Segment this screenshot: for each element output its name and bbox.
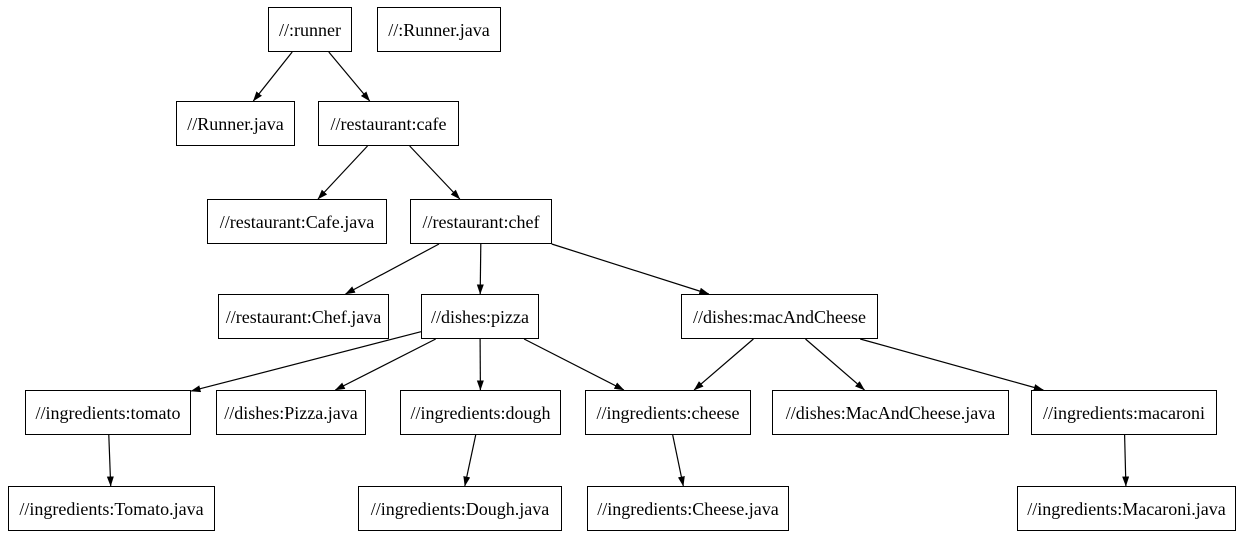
edge-cafe-to-cafe-java [317,145,368,200]
node-dough-java: //ingredients:Dough.java [358,486,562,531]
edge-mac-and-cheese-to-macaroni [860,338,1044,391]
edge-macaroni-to-macaroni-java [1122,434,1130,487]
edge-chef-to-pizza [476,243,484,295]
edge-dough-to-dough-java [463,434,477,487]
edge-cheese-to-cheese-java [672,434,685,487]
edge-mac-and-cheese-to-cheese [693,338,754,391]
edge-mac-and-cheese-to-mac-and-cheese-java [805,338,865,391]
edge-pizza-to-cheese [523,338,625,391]
node-cheese: //ingredients:cheese [585,390,751,435]
node-dough: //ingredients:dough [400,390,561,435]
node-runner: //:runner [268,7,352,52]
edge-pizza-to-pizza-java [334,338,436,391]
node-mac-and-cheese-java: //dishes:MacAndCheese.java [772,390,1009,435]
node-tomato: //ingredients:tomato [25,390,191,435]
node-cheese-java: //ingredients:Cheese.java [587,486,789,531]
edge-runner-to-runner-java [252,51,293,102]
edge-chef-to-chef-java [345,243,440,295]
edge-cafe-to-chef [409,145,461,200]
edge-pizza-to-tomato [190,331,422,393]
node-macaroni-java: //ingredients:Macaroni.java [1017,486,1236,531]
node-runner-java: //Runner.java [176,101,295,146]
edge-tomato-to-tomato-java [106,434,114,487]
node-pizza: //dishes:pizza [421,294,539,339]
node-runner-java-file: //:Runner.java [377,7,501,52]
edge-runner-to-cafe [328,51,371,102]
node-tomato-java: //ingredients:Tomato.java [8,486,215,531]
node-cafe-java: //restaurant:Cafe.java [207,199,387,244]
edge-chef-to-mac-and-cheese [551,243,710,295]
node-macaroni: //ingredients:macaroni [1031,390,1217,435]
node-pizza-java: //dishes:Pizza.java [216,390,366,435]
node-chef: //restaurant:chef [410,199,552,244]
node-cafe: //restaurant:cafe [318,101,459,146]
node-chef-java: //restaurant:Chef.java [218,294,389,339]
node-mac-and-cheese: //dishes:macAndCheese [681,294,878,339]
